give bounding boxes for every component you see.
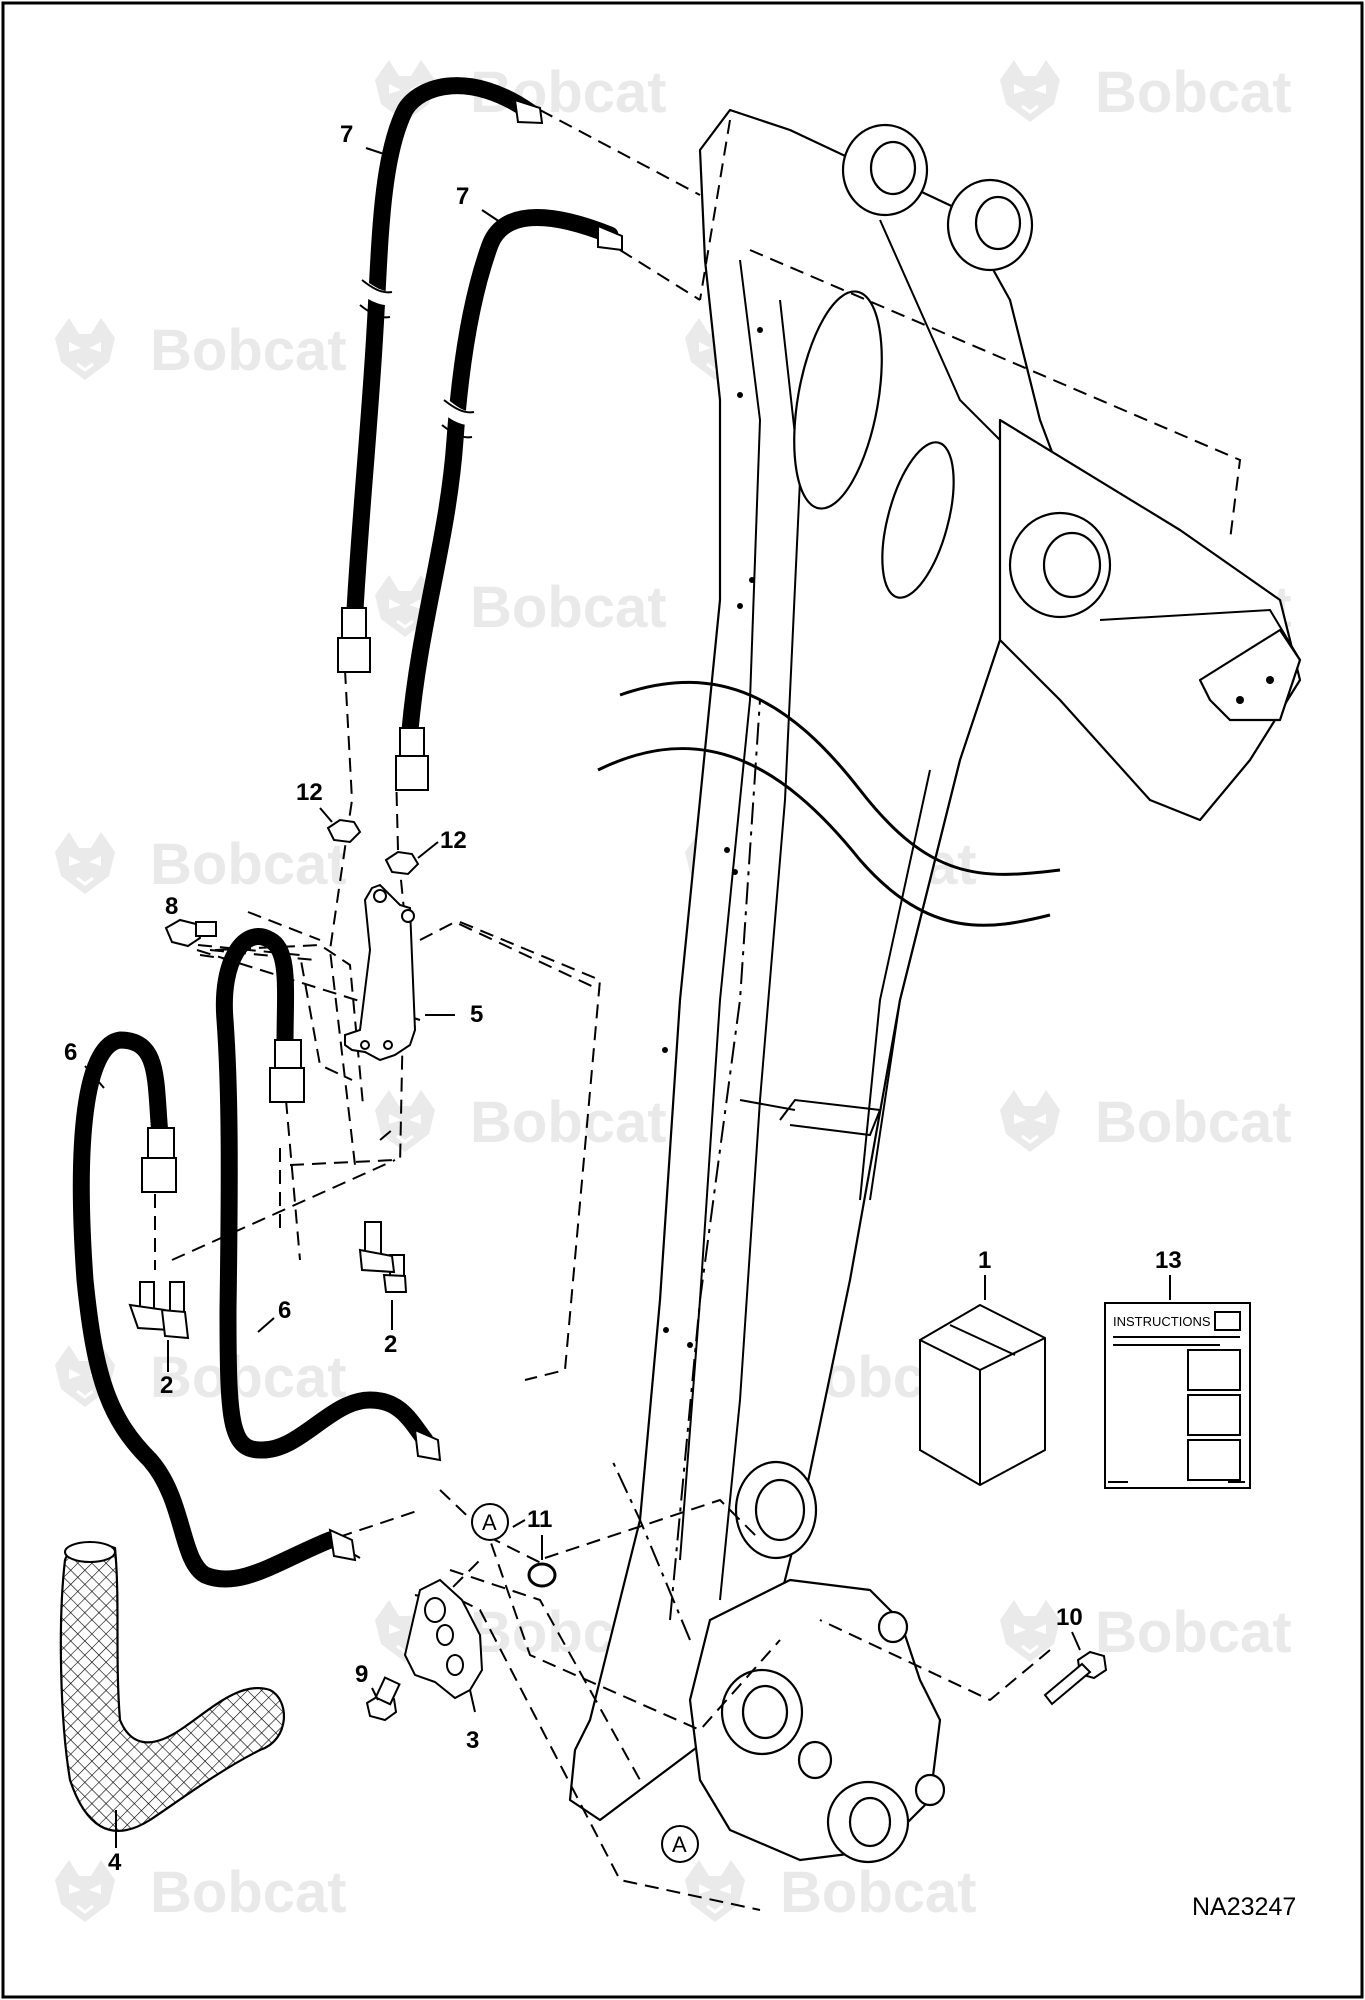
hose-6-left xyxy=(72,1031,357,1588)
tee-fitting-2-left xyxy=(128,1281,190,1340)
watermark-text: Bobcat xyxy=(780,1860,977,1925)
hose-7-long xyxy=(337,77,544,673)
callout-2-left: 2 xyxy=(160,1372,173,1399)
hose-guard-4 xyxy=(59,1541,285,1832)
callout-4: 4 xyxy=(108,1849,122,1876)
watermark-text: Bobcat xyxy=(470,575,667,640)
o-ring-11 xyxy=(527,1562,557,1588)
hose-nut xyxy=(395,755,429,791)
watermark-text: Bobcat xyxy=(1095,1600,1292,1665)
hose-fitting xyxy=(341,607,367,639)
nut-12-left xyxy=(326,818,362,844)
tee-fitting-2-right xyxy=(358,1221,408,1293)
callout-1: 1 xyxy=(978,1247,991,1274)
nut-12-right xyxy=(384,850,420,876)
svg-text:A: A xyxy=(482,1510,497,1535)
instructions-title: INSTRUCTIONS xyxy=(1113,1314,1211,1329)
hose-nut xyxy=(141,1157,177,1193)
hose-nut xyxy=(337,637,371,673)
callout-8: 8 xyxy=(165,893,178,920)
drawing-number: NA23247 xyxy=(1192,1893,1296,1921)
callout-12-right: 12 xyxy=(440,827,467,854)
callout-5: 5 xyxy=(470,1001,483,1028)
watermark-text: Bobcat xyxy=(470,1090,667,1155)
callout-7-right: 7 xyxy=(456,183,469,210)
bracket-3 xyxy=(403,1578,484,1713)
callout-labels: 1 2 2 3 4 5 6 6 7 7 8 9 10 11 12 12 13 xyxy=(64,121,1182,1876)
reference-marker-a-lower: A xyxy=(661,1825,699,1863)
hose-nut xyxy=(269,1067,305,1103)
callout-13: 13 xyxy=(1155,1247,1182,1274)
bolt-10 xyxy=(1043,1650,1108,1706)
callout-2-right: 2 xyxy=(384,1331,397,1358)
hose-fitting xyxy=(399,727,425,757)
parts-box-icon xyxy=(919,1303,1046,1487)
bolt-8 xyxy=(164,918,217,948)
callout-11: 11 xyxy=(527,1506,552,1533)
watermark-text: Bobcat xyxy=(150,1860,347,1925)
callout-3: 3 xyxy=(466,1727,479,1754)
instructions-sheet-icon: INSTRUCTIONS xyxy=(1104,1302,1251,1489)
hose-fitting xyxy=(147,1127,175,1159)
watermark-text: Bobcat xyxy=(1095,60,1292,125)
callout-6-left: 6 xyxy=(64,1039,77,1066)
hose-7-short xyxy=(395,209,623,791)
callout-7-left: 7 xyxy=(340,121,353,148)
callout-10: 10 xyxy=(1056,1604,1083,1631)
bracket-5 xyxy=(344,883,455,1062)
watermark-text: Bobcat xyxy=(150,318,347,383)
callout-9: 9 xyxy=(355,1661,368,1688)
watermark-text: Bobcat xyxy=(150,1345,347,1410)
callout-6-right: 6 xyxy=(278,1297,291,1324)
svg-text:A: A xyxy=(672,1832,687,1857)
reference-marker-a-upper: A xyxy=(471,1503,509,1541)
excavator-arm xyxy=(568,108,1302,1864)
watermark-text: Bobcat xyxy=(1095,1090,1292,1155)
callout-12-left: 12 xyxy=(296,779,323,806)
hose-fitting xyxy=(274,1039,302,1069)
watermark-text: Bobcat xyxy=(150,832,347,897)
hose-6-right xyxy=(215,928,442,1462)
bolt-9 xyxy=(365,1676,401,1722)
